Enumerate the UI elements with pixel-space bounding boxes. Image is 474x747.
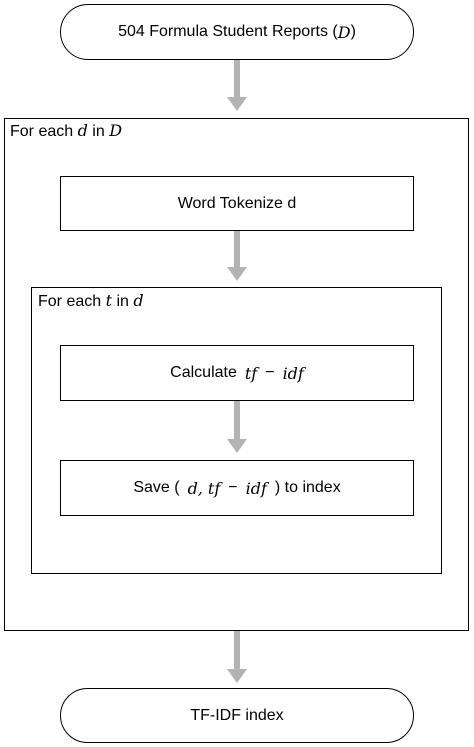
- tokenize-node-text: Word Tokenize d: [177, 194, 297, 212]
- start-node-text: 504 Formula Student Reports (: [118, 23, 338, 40]
- inner-loop-label: For each t in d: [38, 291, 144, 310]
- outer-loop-label: For each d in D: [10, 121, 123, 140]
- arrow-loop-to-end: [227, 631, 247, 683]
- end-node-text: TF-IDF index: [190, 706, 284, 724]
- inner-loop-box: [31, 287, 442, 574]
- arrow-tokenize-to-inner-loop: [227, 231, 247, 281]
- outer-loop-box: [4, 118, 469, 631]
- arrow-start-to-tokenize: [227, 60, 247, 111]
- arrow-calculate-to-save: [227, 401, 247, 453]
- start-node-close: ): [350, 23, 356, 40]
- start-node-set: D: [337, 22, 351, 42]
- start-node: 504 Formula Student Reports (D): [60, 4, 414, 60]
- save-node: Save (d,tf−idf) to index: [60, 460, 414, 516]
- tokenize-node: Word Tokenize d: [60, 176, 414, 231]
- end-node: TF-IDF index: [60, 688, 414, 743]
